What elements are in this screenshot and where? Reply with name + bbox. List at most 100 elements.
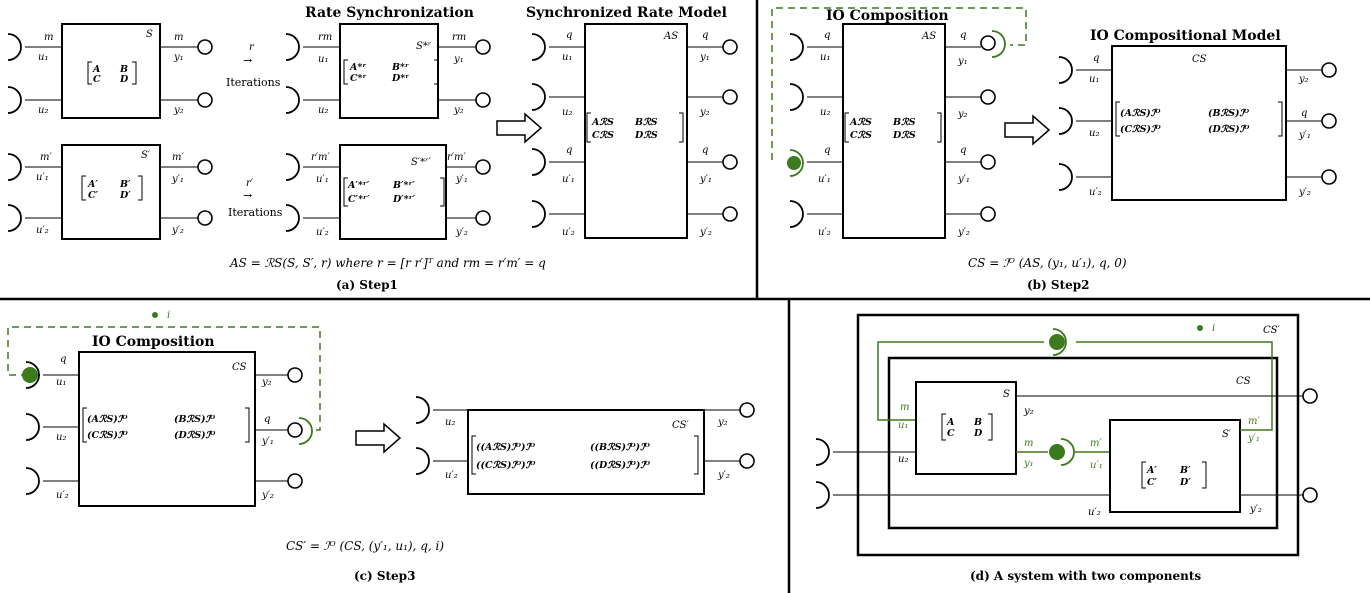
- label: u′₂: [1089, 187, 1102, 198]
- label: AℛS: [591, 117, 614, 128]
- label: B′*ʳ′: [392, 180, 415, 191]
- label: B′: [1179, 465, 1191, 476]
- label: Iterations: [226, 76, 281, 89]
- block-arrow: [355, 423, 401, 453]
- matrix-entry: D: [119, 74, 129, 85]
- rate-in-label: m′: [40, 152, 52, 163]
- label: (CℛS)ℐᴼ: [1120, 124, 1161, 135]
- label: y′₂: [261, 490, 274, 501]
- matrix-entry: A′: [87, 179, 98, 190]
- label: y′₂: [699, 227, 712, 238]
- heading-io-composition: IO Composition: [826, 8, 949, 24]
- input-label: u′₂: [36, 225, 49, 236]
- label: y′₂: [1249, 504, 1262, 515]
- label: u₂: [1089, 128, 1099, 139]
- equation: CS′ = ℐᴼ (CS, (y′₁, u₁), q, i): [286, 539, 444, 553]
- label: (CℛS)ℐᴼ: [87, 430, 128, 441]
- label: u₂: [56, 432, 66, 443]
- label: y₂: [261, 377, 272, 388]
- label: u₂: [820, 107, 830, 118]
- label: C′: [1147, 477, 1158, 488]
- matrix-entry: B: [119, 64, 128, 75]
- label: A: [946, 417, 954, 428]
- label: q: [1301, 108, 1307, 119]
- label: q: [702, 30, 708, 41]
- label: ((AℛS)ℐᴼ)ℐᴼ: [476, 442, 536, 453]
- label: q: [264, 414, 270, 425]
- matrix-entry: C′: [88, 190, 99, 201]
- label: (BℛS)ℐᴼ: [174, 414, 216, 425]
- label: y₁: [453, 54, 464, 65]
- label: y₂: [1023, 406, 1034, 417]
- label: y₁: [957, 56, 968, 67]
- label: r′m′: [311, 152, 331, 163]
- label: u′₁: [1090, 460, 1103, 471]
- label: r′m′: [447, 152, 467, 163]
- label: B: [973, 417, 982, 428]
- rate-out-label: m: [174, 32, 183, 43]
- label: AS: [663, 31, 678, 42]
- label: u₁: [318, 54, 328, 65]
- label: u₂: [898, 454, 908, 465]
- box-AS: AS q u₁ u₂ q u′₁ u′₂ q y₁ y₂ q y′₁ y′₂: [787, 23, 1006, 239]
- heading-rate-sync: Rate Synchronization: [305, 5, 474, 21]
- label: A*ʳ: [349, 62, 366, 73]
- label: y′₁: [1298, 130, 1311, 141]
- label: CS: [232, 362, 247, 373]
- box-S-prime-r: r′m′ u′₁ u′₂ r′m′ y′₁ y′₂ S′*ʳ′ A′*ʳ′ B′…: [285, 144, 491, 240]
- matrix-entry: C: [93, 74, 101, 85]
- label: u₂: [562, 107, 572, 118]
- label: y₁: [699, 52, 710, 63]
- equation: AS = ℛS(S, S′, r) where r = [r r′]ᵀ and …: [229, 256, 546, 270]
- label: S′*ʳ′: [411, 157, 432, 168]
- label: u₁: [56, 377, 66, 388]
- label: BℛS: [892, 117, 916, 128]
- box-S-prime: S′ m′ u′₁ u′₂ m′ y′₁ y′₂ A′ B′ C′ D′: [815, 416, 1318, 518]
- label: q: [702, 145, 708, 156]
- caption: (d) A system with two components: [970, 569, 1201, 583]
- box-name: S′: [141, 150, 151, 161]
- box-S: S m u₁ u₂ y₂ m y₁ A B C D: [815, 381, 1318, 475]
- loop-label: i: [1212, 323, 1215, 334]
- box-CS: CS q u₁ u₂ u′₂ y₂ q y′₁ y′₂ (AℛS)ℐᴼ (BℛS…: [1058, 45, 1337, 201]
- caption: (a) Step1: [336, 278, 398, 292]
- rate-out-label: m′: [172, 152, 184, 163]
- iteration-arrow: r′ → Iterations: [228, 178, 283, 219]
- input-label: u₁: [38, 52, 48, 63]
- caption: (b) Step2: [1027, 278, 1090, 292]
- output-label: y₁: [173, 52, 184, 63]
- label: q: [60, 354, 66, 365]
- label: y′₁: [699, 174, 712, 185]
- label: BℛS: [634, 117, 658, 128]
- label: (AℛS)ℐᴼ: [87, 414, 128, 425]
- equation: CS = ℐᴼ (AS, (y₁, u′₁), q, 0): [968, 256, 1127, 270]
- box-S-prime: m′ u′₁ u′₂ m′ y′₁ y′₂ S′ A′ B′ C′ D′: [7, 144, 213, 240]
- iteration-arrow: r → Iterations: [226, 42, 281, 89]
- label: y′₁: [1247, 433, 1260, 444]
- label: m′: [1090, 438, 1102, 449]
- label: CℛS: [592, 130, 614, 141]
- matrix-entry: D′: [119, 190, 131, 201]
- label: y₁: [1023, 458, 1034, 469]
- label: q: [960, 30, 966, 41]
- label: ((DℛS)ℐᴼ)ℐᴼ: [590, 460, 651, 471]
- label: m: [1024, 438, 1033, 449]
- label: u₂: [318, 105, 328, 116]
- output-label: y′₂: [171, 225, 184, 236]
- output-label: y₂: [173, 105, 184, 116]
- label: B*ʳ: [391, 62, 409, 73]
- label: C′*ʳ′: [348, 194, 370, 205]
- outer-system-CS-prime: [856, 313, 1300, 557]
- label: C: [947, 428, 955, 439]
- heading-io-model: IO Compositional Model: [1090, 28, 1281, 44]
- box-S: m u₁ u₂ m y₁ y₂ S A B C D: [7, 23, 213, 119]
- label: CS′: [672, 420, 690, 431]
- heading-sync-model: Synchronized Rate Model: [526, 5, 727, 21]
- label: (DℛS)ℐᴼ: [1208, 124, 1250, 135]
- label: y′₁: [261, 436, 274, 447]
- label: A′*ʳ′: [347, 180, 370, 191]
- label: u′₁: [316, 174, 329, 185]
- input-label: u′₁: [36, 172, 49, 183]
- label: m′: [1248, 416, 1260, 427]
